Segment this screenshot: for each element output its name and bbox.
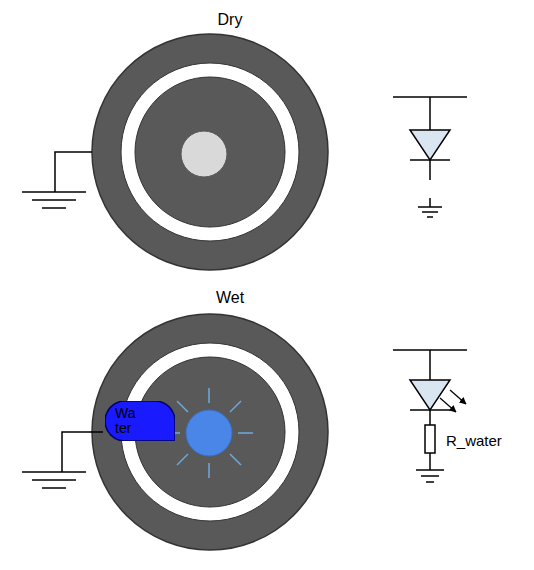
water-drop: Wa ter (105, 401, 175, 441)
led-symbol (393, 350, 467, 412)
water-outline (105, 401, 175, 441)
wet-sensor (22, 314, 328, 550)
resistor-label: R_water (446, 432, 502, 449)
node-text: Wa ter (115, 406, 145, 436)
heading-label: Wet (216, 289, 244, 307)
heading-label: Dry (218, 11, 243, 29)
diode-symbol (393, 97, 467, 217)
resistor-symbol (416, 410, 444, 482)
dry-sensor (22, 34, 328, 270)
